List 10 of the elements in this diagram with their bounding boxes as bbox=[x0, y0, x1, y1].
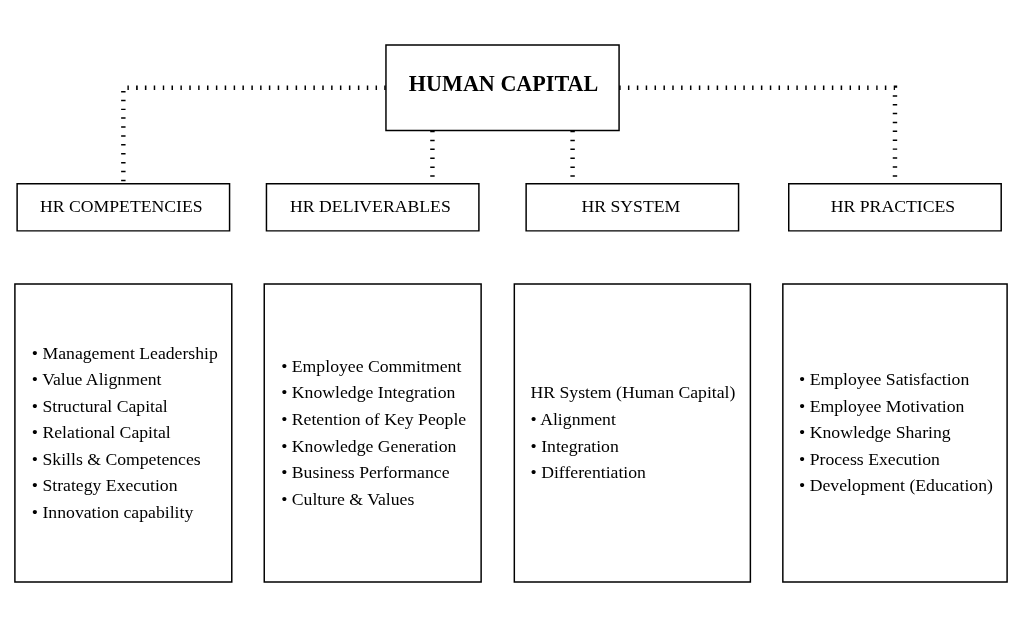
node-box: • Employee Satisfaction • Employee Motivation • Knowledge Sharing • Process Execution • Development (Education) bbox=[781, 283, 1008, 583]
node-box: HR SYSTEM bbox=[524, 182, 739, 232]
node-box: HR System (Human Capital) • Alignment • Integration • Differentiation bbox=[513, 283, 751, 583]
node-box: HR DELIVERABLES bbox=[265, 182, 480, 232]
node-box: HUMAN CAPITAL bbox=[384, 44, 620, 132]
node-box: HR PRACTICES bbox=[787, 182, 1002, 232]
node-box: • Employee Commitment • Knowledge Integration • Retention of Key People • Knowledge Generation • Business Performance • Culture & Values bbox=[263, 283, 482, 583]
connector bbox=[120, 85, 386, 184]
node-box: HR COMPETENCIES bbox=[15, 182, 230, 232]
node-box: • Management Leadership • Value Alignment • Structural Capital • Relational Capital • Skills & Competences • Strategy Execution • Innovation capability bbox=[13, 283, 232, 583]
